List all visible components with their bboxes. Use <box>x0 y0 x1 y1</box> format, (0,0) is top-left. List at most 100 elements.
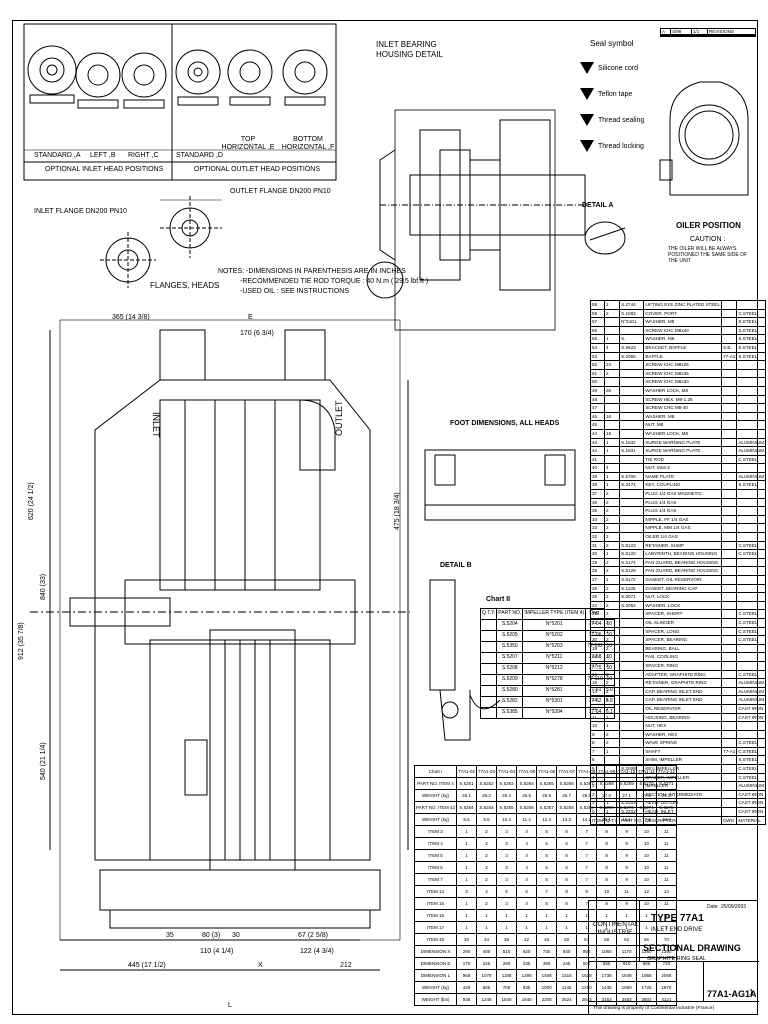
table-cell <box>603 420 621 430</box>
table-cell: 5 <box>496 885 518 898</box>
table-cell <box>736 420 767 430</box>
table-cell: 6 <box>516 885 538 898</box>
table-cell: KEY, COUPLING <box>643 480 723 491</box>
table-cell: 10 <box>636 837 657 850</box>
table-cell <box>706 35 757 38</box>
table-cell: 26.7 <box>556 789 578 802</box>
table-cell <box>721 729 738 740</box>
table-cell: 77A1-04 <box>496 765 518 778</box>
table-cell <box>721 686 738 697</box>
table-cell <box>619 617 645 628</box>
dim-122: 122 (4 3/4) <box>300 948 334 955</box>
company-name: CONTINENTAL INDUSTRIE <box>593 921 639 936</box>
dim-840: 840 (33) <box>40 573 47 600</box>
dim-620: 620 (24 1/2) <box>28 482 35 520</box>
inlet-bearing-title: INLET BEARING HOUSING DETAIL <box>376 40 443 59</box>
table-cell: SHIM, IMPELLER <box>643 755 723 766</box>
table-cell <box>736 643 767 654</box>
table-cell: 2 <box>476 873 498 886</box>
table-cell: 7 <box>576 837 598 850</box>
table-cell: 2 <box>603 729 621 740</box>
table-cell: ITEM 4 <box>413 837 458 850</box>
drawing-sub: INLET END DRIVE <box>651 927 703 933</box>
table-cell <box>619 454 645 465</box>
seal-teflon: Teflon tape <box>580 88 632 100</box>
table-cell: 1 <box>516 921 538 934</box>
table-cell: BAFFLE <box>643 351 723 362</box>
table-cell: 4 <box>476 885 498 898</box>
table-cell <box>721 325 738 336</box>
seal-silicone: Silicone cord <box>580 62 638 74</box>
table-cell: S.5174 <box>619 557 645 568</box>
table-cell <box>619 635 645 645</box>
table-cell <box>619 729 645 740</box>
table-cell: NIPPLE, MM 1/4 GAS <box>643 523 723 534</box>
caution-label: CAUTION : <box>690 236 726 243</box>
table-cell: S.5706 <box>619 471 645 482</box>
table-cell: 1 <box>556 921 578 934</box>
flanges-heads-title: FLANGES, HEADS <box>150 281 220 290</box>
table-cell: 18.0 <box>655 813 677 826</box>
table-cell: C.STEEL <box>736 738 767 748</box>
dim-540: 540 (21 1/4) <box>40 742 47 780</box>
table-cell <box>619 678 645 688</box>
table-cell: 34 <box>476 933 498 946</box>
table-cell: S.5256 <box>516 801 538 814</box>
table-cell <box>721 428 738 439</box>
table-cell: MATERIAL <box>736 815 767 826</box>
table-cell: 15.1 <box>596 813 618 826</box>
table-cell <box>721 575 738 585</box>
table-cell <box>721 755 738 766</box>
table-cell <box>619 420 645 430</box>
table-cell: 9 <box>616 873 638 886</box>
table-cell: ALUMINIUM <box>736 686 767 697</box>
table-cell: OIL RESERVOIR <box>643 703 723 714</box>
table-cell: 1 <box>456 837 478 850</box>
table-cell: 77A1-08 <box>576 765 598 778</box>
table-cell: S.5254 <box>476 801 498 814</box>
table-cell: 225 <box>476 957 498 970</box>
triangle-icon <box>580 62 594 74</box>
table-cell: 27.2 <box>636 789 657 802</box>
table-cell: S.1931 <box>619 446 645 456</box>
table-cell <box>619 523 645 534</box>
table-cell: 1/1 <box>690 27 708 36</box>
table-cell <box>721 514 738 525</box>
table-cell: NAME PLATE <box>643 471 723 482</box>
table-cell: 6 <box>556 897 578 910</box>
table-cell <box>619 385 645 396</box>
table-cell: 9 <box>590 729 605 740</box>
table-cell: LABYRINTH, BEARING HOUSING <box>643 549 723 559</box>
table-cell: FAN GUARD, BEARING HOUSING <box>643 557 723 568</box>
table-cell <box>736 385 767 396</box>
table-cell: 6 <box>556 825 578 838</box>
table-cell: S.1135 <box>619 583 645 594</box>
table-cell: 2 <box>603 506 621 516</box>
table-cell: 1 <box>456 873 478 886</box>
table-cell: GASKET, OIL RESERVOIR <box>643 575 723 585</box>
table-cell: 13.3 <box>556 813 578 826</box>
table-cell: 7 <box>576 873 598 886</box>
table-cell: Chart I <box>413 765 458 778</box>
table-cell: 1 <box>496 921 518 934</box>
table-cell: 16 <box>603 411 621 422</box>
table-cell: 7 <box>576 849 598 862</box>
table-cell: 1078 <box>476 969 498 982</box>
table-cell: SPACER, BEARING <box>643 635 723 645</box>
table-cell: 77-110 <box>585 674 605 686</box>
table-cell: 2 <box>603 540 621 551</box>
table-cell: 77-62 <box>585 696 605 708</box>
table-cell <box>619 609 645 619</box>
table-cell <box>721 626 738 637</box>
